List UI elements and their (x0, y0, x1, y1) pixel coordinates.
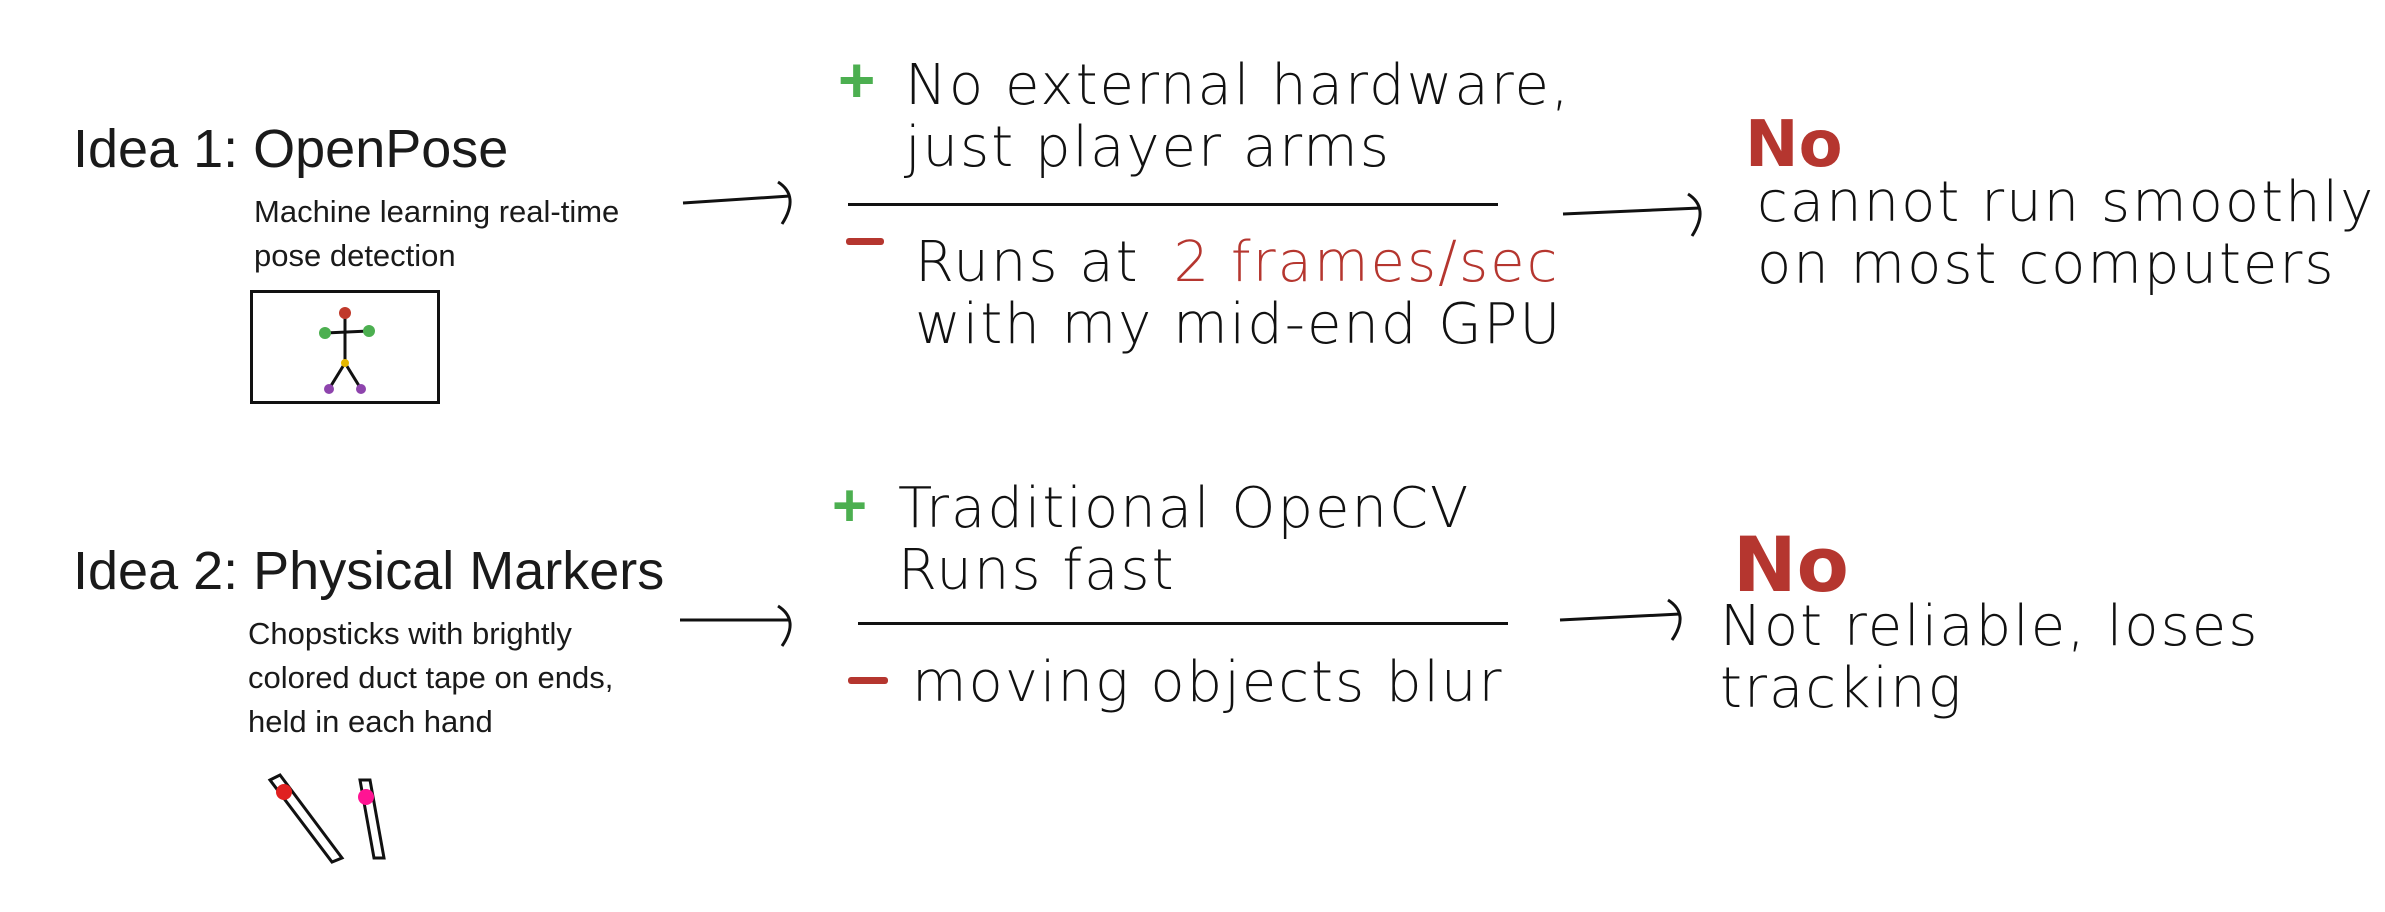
idea1-reason-line2: on most computers (1757, 232, 2336, 297)
idea1-cons-line1-prefix: Runs at (915, 230, 1140, 295)
idea1-cons-highlight: 2 frames/sec (1173, 230, 1560, 295)
idea2-desc-line1: Chopsticks with brightly (248, 616, 572, 651)
idea2-description: Chopsticks with brightly colored duct ta… (248, 612, 678, 744)
idea2-desc-line3: held in each hand (248, 704, 493, 739)
idea2-reason-line2: tracking (1720, 656, 1964, 721)
idea1-verdict: No (1745, 108, 1843, 182)
idea1-cons: Runs at 2 frames/sec with my mid-end GPU (915, 232, 1562, 356)
idea2-verdict: No (1733, 520, 1849, 609)
idea1-pros-line1: No external hardware, (905, 53, 1571, 118)
idea2-desc-line2: colored duct tape on ends, (248, 660, 614, 695)
idea2-reason: Not reliable, loses tracking (1720, 596, 2259, 720)
pose-skeleton-image (250, 290, 440, 404)
idea1-pros: No external hardware, just player arms (905, 55, 1571, 179)
idea1-pros-plus-icon: + (838, 44, 876, 116)
idea2-title: Idea 2: Physical Markers (73, 541, 665, 601)
idea1-reason-line1: cannot run smoothly (1757, 170, 2376, 235)
idea2-reason-line1: Not reliable, loses (1720, 594, 2260, 659)
idea1-description: Machine learning real-time pose detectio… (254, 194, 620, 273)
idea1-pros-line2: just player arms (905, 115, 1391, 180)
idea1-reason: cannot run smoothly on most computers (1757, 172, 2375, 296)
idea2-pros-line2: Runs fast (898, 538, 1176, 603)
idea2-cons-line1: moving objects blur (912, 650, 1504, 715)
idea1-cons-line2: with my mid-end GPU (915, 292, 1563, 357)
pose-skeleton-drawing (319, 307, 375, 394)
idea1-title: Idea 1: OpenPose (73, 119, 509, 179)
idea1-cons-minus-icon (846, 238, 884, 245)
idea2-pros-line1: Traditional OpenCV (898, 476, 1471, 541)
idea2-divider (858, 622, 1508, 625)
idea2-pros-plus-icon: + (832, 472, 868, 539)
idea2-cons: moving objects blur (912, 652, 1504, 714)
idea1-divider (848, 203, 1498, 206)
idea2-cons-minus-icon (848, 677, 888, 684)
idea2-pros: Traditional OpenCV Runs fast (898, 478, 1470, 602)
